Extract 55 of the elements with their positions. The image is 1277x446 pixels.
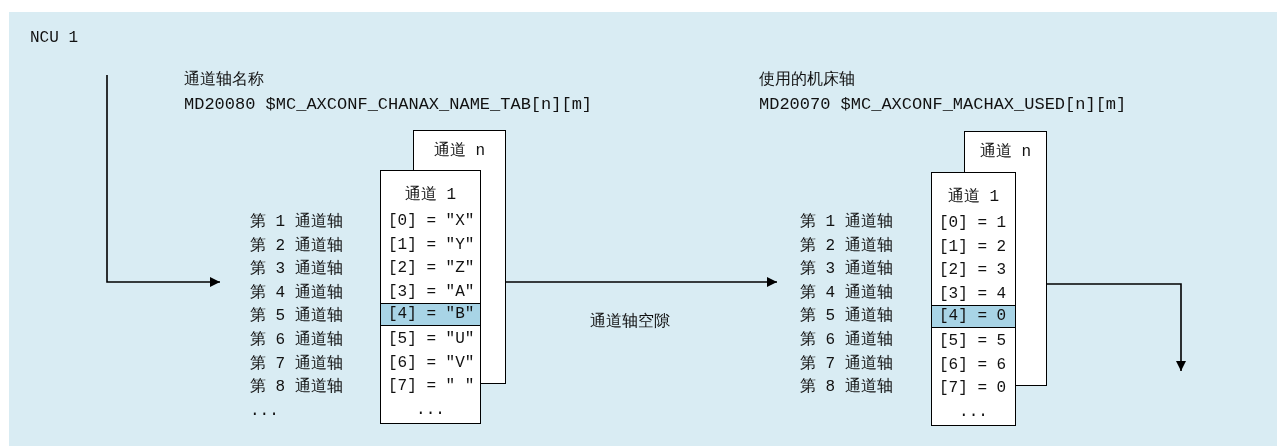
box-title: 通道 n [978, 142, 1033, 162]
row-label: 第 6 通道轴 [250, 330, 343, 350]
table-cell: [6] = ″V″ [388, 352, 475, 373]
edge-label: 通道轴空隙 [590, 312, 670, 332]
arrow [1046, 283, 1186, 372]
row-label: 第 7 通道轴 [800, 353, 893, 374]
table-title: 通道 1 [946, 187, 1001, 207]
row-label: 第 1 通道轴 [800, 212, 893, 232]
row-label: 第 6 通道轴 [800, 330, 893, 350]
row-label: 第 8 通道轴 [250, 377, 343, 398]
row-label: 第 5 通道轴 [250, 306, 343, 327]
box-title: 通道 n [432, 141, 487, 161]
table-cell-text: ... [415, 399, 446, 420]
heading: 通道轴名称 [184, 70, 264, 90]
table-cell: [3] = ″A″ [388, 281, 475, 302]
table-cell: [1] = 2 [939, 236, 1007, 257]
table-cell: [7] = ″ ″ [388, 376, 475, 397]
row-label: 第 1 通道轴 [250, 212, 343, 232]
stacked-box-side [481, 170, 506, 384]
table-cell: [5] = 5 [939, 331, 1007, 351]
panel-title: NCU 1 [30, 28, 78, 48]
highlighted-cell: [4] = ″B″ [380, 303, 481, 327]
channel-table [931, 172, 1016, 426]
table-cell: [3] = 4 [939, 283, 1007, 304]
table-cell: [0] = ″X″ [388, 211, 475, 231]
channel-table [380, 170, 481, 424]
row-label: 第 2 通道轴 [800, 235, 893, 256]
row-label: 第 4 通道轴 [250, 282, 343, 303]
row-label: ... [250, 400, 279, 421]
heading: 使用的机床轴 [759, 70, 855, 90]
table-cell: [2] = 3 [939, 260, 1007, 281]
table-cell-text: ... [958, 401, 989, 422]
row-label: 第 5 通道轴 [800, 306, 893, 327]
row-label: 第 3 通道轴 [800, 259, 893, 280]
table-cell: [2] = ″Z″ [388, 258, 475, 279]
table-title: 通道 1 [403, 185, 458, 205]
row-label: 第 7 通道轴 [250, 353, 343, 374]
stacked-box-side [1016, 171, 1047, 386]
channel-box [964, 131, 1047, 172]
row-label: 第 8 通道轴 [800, 377, 893, 398]
table-cell: [1] = ″Y″ [388, 234, 475, 255]
table-cell: [5] = ″U″ [388, 329, 475, 349]
row-label: 第 4 通道轴 [800, 282, 893, 303]
parameter-name: MD20070 $MC_AXCONF_MACHAX_USED[n][m] [759, 95, 1127, 115]
table-cell: [6] = 6 [939, 354, 1007, 375]
table-cell: [7] = 0 [939, 378, 1007, 399]
channel-box [413, 130, 506, 171]
row-label: 第 3 通道轴 [250, 259, 343, 280]
row-label: 第 2 通道轴 [250, 235, 343, 256]
table-cell: [0] = 1 [939, 213, 1007, 233]
parameter-name: MD20080 $MC_AXCONF_CHANAX_NAME_TAB[n][m] [184, 95, 593, 115]
arrow [505, 277, 778, 287]
ncu-panel [9, 12, 1277, 446]
arrow [106, 74, 221, 287]
highlighted-cell: [4] = 0 [931, 305, 1016, 329]
